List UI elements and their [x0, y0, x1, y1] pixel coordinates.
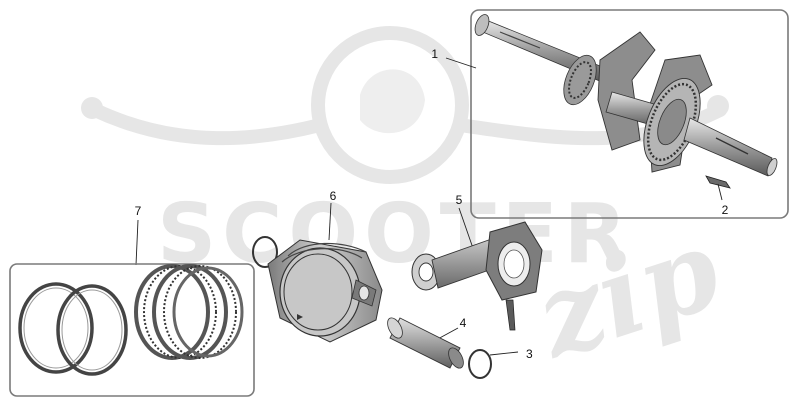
- connecting-rod: [411, 221, 543, 331]
- piston-ring-set: [18, 264, 244, 376]
- callout-3: 3: [526, 347, 533, 361]
- piston-rings-frame: [9, 263, 255, 397]
- watermark-brand-text: SCOOTER: [157, 187, 633, 282]
- piston-ring-oil: [134, 264, 244, 360]
- callout-6: 6: [330, 189, 337, 203]
- woodruff-key: [705, 175, 731, 189]
- crankshaft-timing-gear: [563, 54, 597, 106]
- piston-circlip: [252, 236, 278, 268]
- leader-line-7: [135, 219, 139, 266]
- callout-1: 1: [431, 47, 438, 61]
- callout-2: 2: [722, 203, 729, 217]
- piston-ring-second: [56, 284, 128, 376]
- callout-7: 7: [135, 204, 142, 218]
- leader-line-3: [489, 351, 519, 356]
- watermark-dot-left: [81, 97, 103, 119]
- piston: [252, 236, 383, 343]
- watermark-emblem-fill: [360, 69, 425, 134]
- leader-line-6: [328, 202, 332, 241]
- wrist-pin: [387, 317, 464, 369]
- piston-ring-top: [18, 282, 94, 374]
- callout-labels: 1 2 3 4 5 6 7: [135, 47, 729, 361]
- piston-direction-arrow-icon: [297, 314, 303, 320]
- leader-line-2: [717, 183, 723, 201]
- connecting-rod-bolt: [505, 299, 516, 331]
- leader-line-1: [445, 57, 477, 69]
- crankshaft-frame: [470, 9, 789, 219]
- watermark-logo: SCOOTER zip: [81, 26, 734, 383]
- crankshaft-taper-end: [683, 117, 773, 177]
- wrist-pin-circlip: [468, 349, 492, 379]
- watermark-dot-right: [707, 95, 729, 117]
- callout-5: 5: [456, 193, 463, 207]
- piston-crown: [279, 247, 361, 337]
- callout-4: 4: [460, 316, 467, 330]
- crankshaft: [474, 14, 778, 177]
